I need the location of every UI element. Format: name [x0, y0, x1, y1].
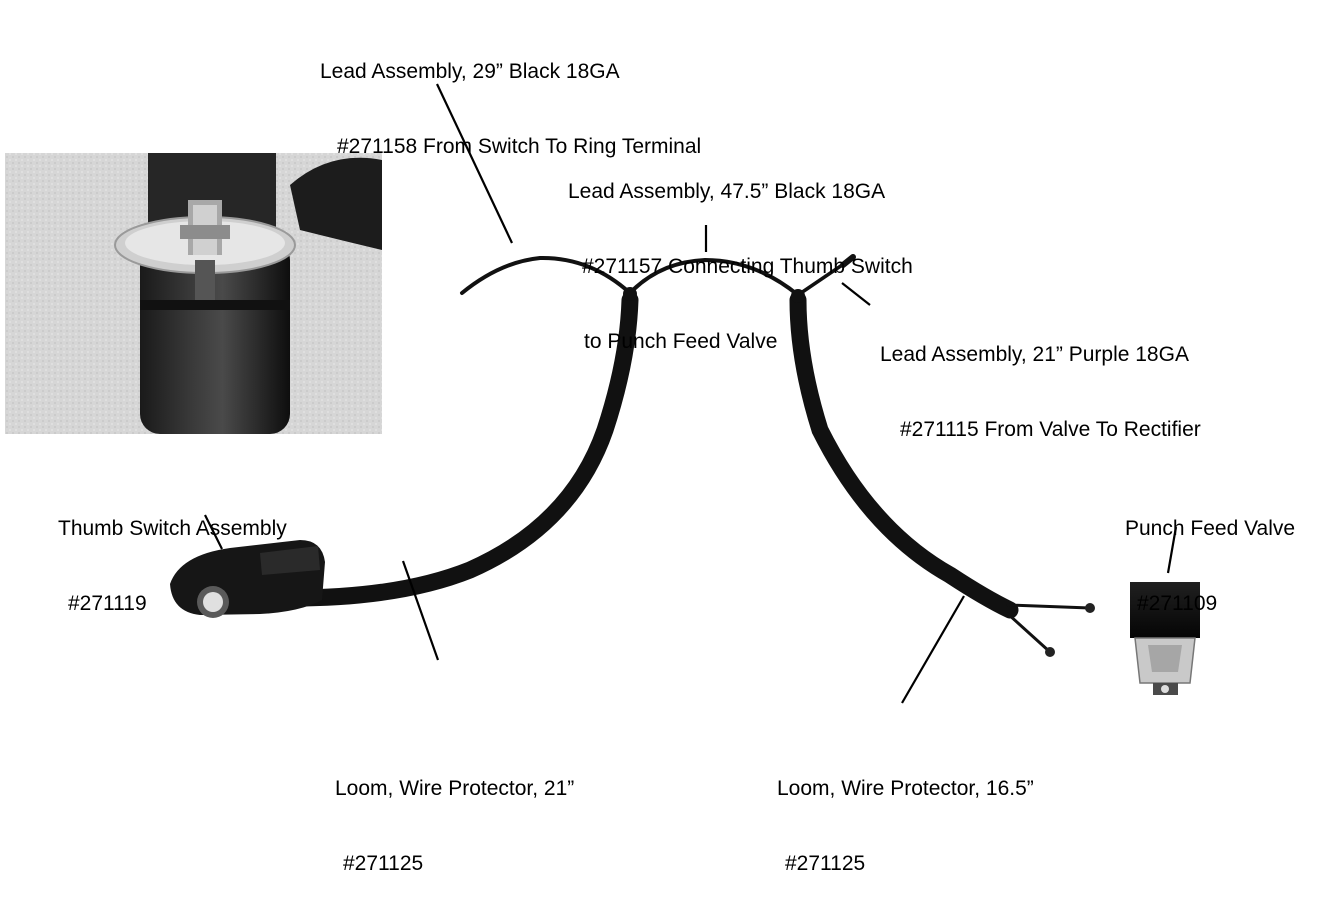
callout-lead-47-line1: Lead Assembly, 47.5” Black 18GA: [568, 180, 886, 203]
callout-punch-valve-line1: Punch Feed Valve: [1125, 517, 1296, 540]
callout-lead-47-line2: #271157 Connecting Thumb Switch: [582, 255, 913, 278]
callout-lead-29-line2: #271158 From Switch To Ring Terminal: [337, 135, 702, 158]
valve-wire-a: [1006, 603, 1092, 610]
callout-loom-16-line2: #271125: [785, 852, 866, 875]
leader-thumb-switch: [204, 514, 223, 550]
callout-loom-16: Loom, Wire Protector, 16.5” #271125: [777, 726, 1034, 901]
callout-punch-valve-line2: #271109: [1137, 592, 1218, 615]
callout-punch-valve: Punch Feed Valve #271109: [1125, 466, 1295, 641]
leader-lead-21: [841, 282, 871, 306]
leader-loom-16: [901, 595, 965, 704]
thumb-switch-part: [170, 540, 325, 618]
callout-loom-21-line2: #271125: [343, 852, 424, 875]
callout-loom-16-line1: Loom, Wire Protector, 16.5”: [777, 777, 1034, 800]
wire-terminal-a: [1085, 603, 1095, 613]
loom-16-tube: [789, 291, 1019, 619]
callout-loom-21: Loom, Wire Protector, 21” #271125: [335, 726, 574, 901]
junction-left: [623, 287, 637, 301]
wire-harness: [283, 254, 1092, 654]
harness-diagram: [5, 83, 1200, 704]
leader-punch-valve: [1166, 526, 1178, 574]
callout-lead-21: Lead Assembly, 21” Purple 18GA #271115 F…: [880, 292, 1201, 467]
callout-thumb-switch-line2: #271119: [68, 592, 147, 615]
lead-21-tip: [840, 254, 856, 268]
callout-lead-47: Lead Assembly, 47.5” Black 18GA #271157 …: [568, 129, 913, 379]
leader-lines: [204, 83, 1178, 704]
valve-closeup-photo: [5, 153, 382, 434]
junction-right: [791, 289, 805, 303]
leader-loom-21: [401, 560, 440, 661]
callout-lead-47-line3: to Punch Feed Valve: [584, 330, 778, 353]
punch-feed-valve-part: [1130, 582, 1200, 695]
loom-21-tube: [283, 291, 639, 607]
callout-lead-29-line1: Lead Assembly, 29” Black 18GA: [320, 60, 620, 83]
leader-lead-29: [436, 83, 513, 244]
callout-lead-29: Lead Assembly, 29” Black 18GA #271158 Fr…: [320, 9, 701, 184]
wire-terminal-b: [1045, 647, 1055, 657]
callout-thumb-switch-line1: Thumb Switch Assembly: [58, 517, 287, 540]
valve-wire-b: [1006, 612, 1052, 654]
lead-47-wire: [628, 257, 800, 297]
callout-thumb-switch: Thumb Switch Assembly #271119: [58, 466, 287, 641]
callout-lead-21-line2: #271115 From Valve To Rectifier: [900, 418, 1201, 441]
callout-loom-21-line1: Loom, Wire Protector, 21”: [335, 777, 575, 800]
lead-29-wire: [460, 255, 632, 295]
callout-lead-21-line1: Lead Assembly, 21” Purple 18GA: [880, 343, 1189, 366]
